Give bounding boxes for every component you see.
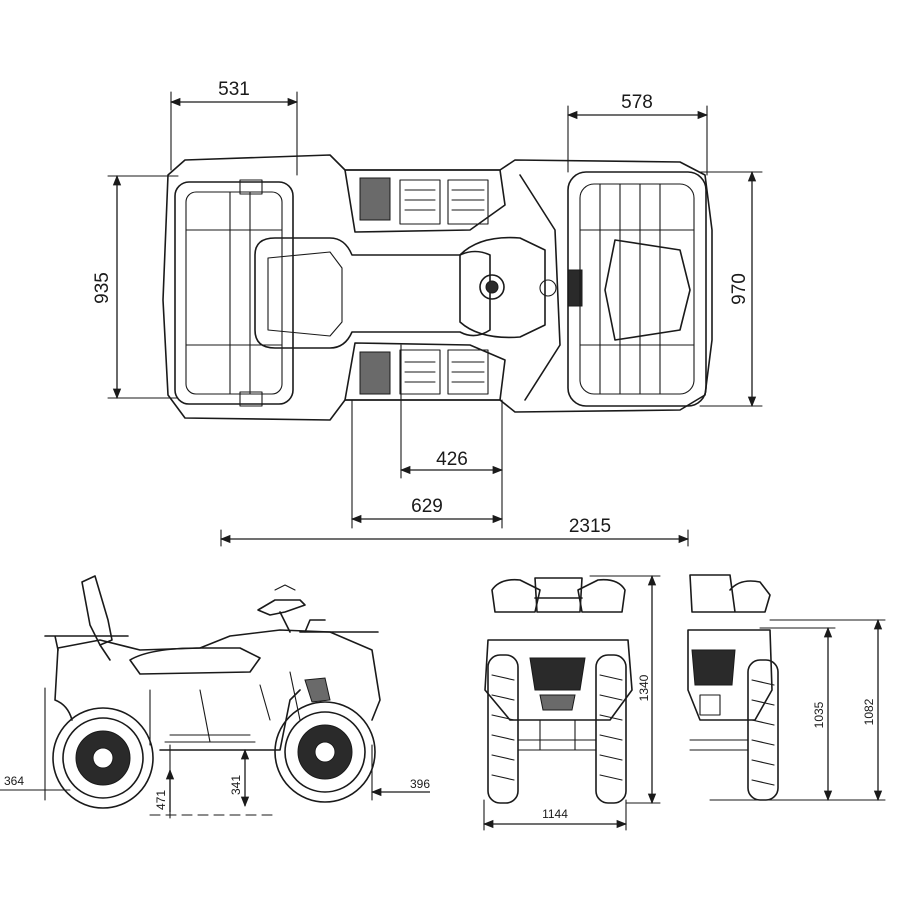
dim-1340: 1340	[637, 674, 651, 701]
side-frame	[149, 671, 331, 746]
front-grille	[529, 657, 586, 711]
handlebar	[519, 174, 583, 401]
dim-2315: 2315	[569, 516, 611, 537]
rear-suspension	[689, 739, 749, 751]
front-view-dimensions: 1340 1144	[482, 574, 661, 831]
dim-935: 935	[92, 272, 113, 304]
fuel-tank	[459, 236, 546, 339]
dim-1035: 1035	[812, 701, 826, 728]
rear-handlebar	[689, 574, 771, 613]
dim-531: 531	[218, 79, 250, 100]
dim-629: 629	[411, 496, 443, 517]
dim-364: 364	[4, 774, 24, 788]
dim-970: 970	[729, 273, 750, 305]
rear-wheel	[52, 707, 154, 809]
front-handlebar	[534, 577, 583, 613]
rear-view-dimensions: 1035 1082	[709, 618, 886, 802]
backrest	[81, 575, 113, 661]
dim-471: 471	[154, 790, 168, 810]
dim-578: 578	[621, 92, 653, 113]
dim-1144: 1144	[542, 807, 568, 821]
dim-426: 426	[436, 449, 468, 470]
front-body	[484, 639, 633, 721]
rear-body	[687, 629, 773, 721]
dim-1082: 1082	[862, 698, 876, 725]
top-view	[162, 154, 713, 421]
rear-rack	[174, 179, 294, 407]
left-handguard	[491, 578, 541, 613]
footwell-bottom	[344, 342, 506, 401]
seat	[254, 237, 491, 349]
front-rack	[567, 171, 707, 407]
front-suspension	[517, 719, 597, 751]
top-view-body-outline	[162, 154, 713, 421]
side-front-rack	[299, 619, 379, 633]
front-right-tire	[595, 654, 627, 804]
dim-341: 341	[229, 775, 243, 795]
rear-view	[687, 574, 779, 801]
top-view-dimensions: 531 578 935 970 426 629 2315	[92, 79, 763, 547]
footwell-top	[344, 169, 506, 233]
right-handguard	[577, 578, 626, 613]
rear-tire	[747, 659, 779, 801]
side-rear-rack	[44, 635, 129, 651]
front-wheel	[274, 701, 376, 803]
front-left-tire	[487, 654, 519, 804]
side-view-dimensions: 364 471 341 396	[0, 687, 430, 819]
side-seat	[129, 647, 261, 675]
dim-396: 396	[410, 777, 430, 791]
rear-grille	[691, 649, 736, 716]
side-view	[44, 575, 381, 809]
side-handlebar	[257, 584, 306, 633]
front-view	[484, 577, 633, 804]
